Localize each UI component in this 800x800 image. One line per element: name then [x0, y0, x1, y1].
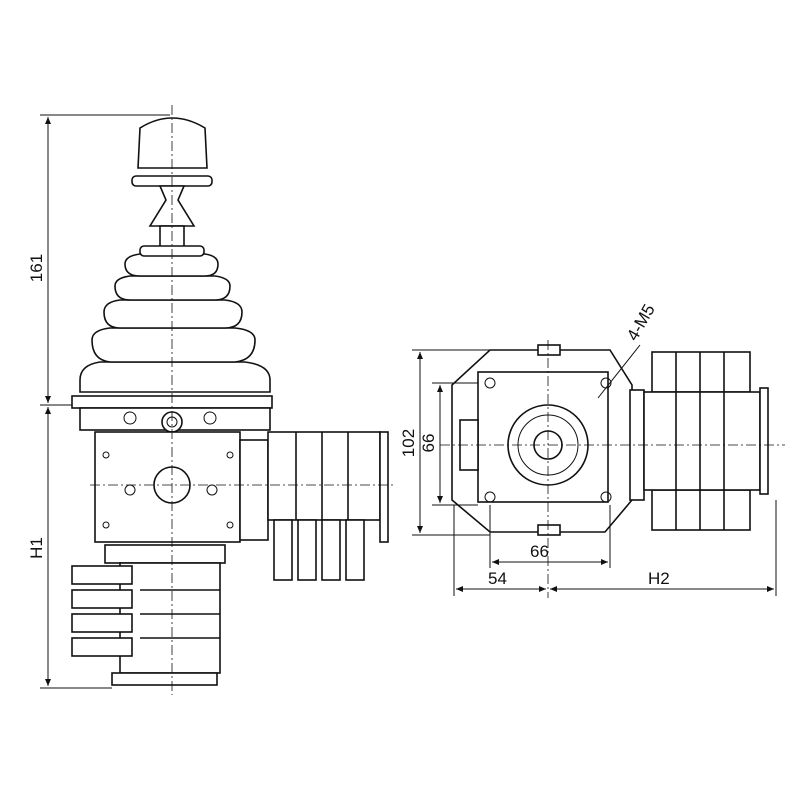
knob: [137, 117, 208, 169]
dim-h2: H2: [648, 569, 670, 588]
front-dimensions: 161 H1: [27, 114, 170, 689]
rubber-boot: [79, 245, 271, 393]
thread-callout: 4-M5: [623, 301, 659, 344]
front-view: [71, 105, 395, 695]
knob-neck: [148, 185, 196, 227]
dim-h1: H1: [27, 537, 46, 559]
bottom-switch-stack: [71, 544, 226, 686]
side-bracket: [239, 439, 269, 541]
side-switch-stack: [643, 351, 769, 531]
dim-66-vertical: 66: [419, 434, 438, 453]
dim-161: 161: [27, 254, 46, 282]
dim-66-horizontal: 66: [530, 542, 549, 561]
side-view: 4-M5: [440, 301, 785, 598]
dim-54: 54: [488, 569, 507, 588]
side-dimensions: 102 66 66 54 H2: [399, 349, 777, 596]
dim-102: 102: [399, 429, 418, 457]
right-switch-stack: [267, 431, 389, 581]
thread-leader: [597, 344, 641, 399]
